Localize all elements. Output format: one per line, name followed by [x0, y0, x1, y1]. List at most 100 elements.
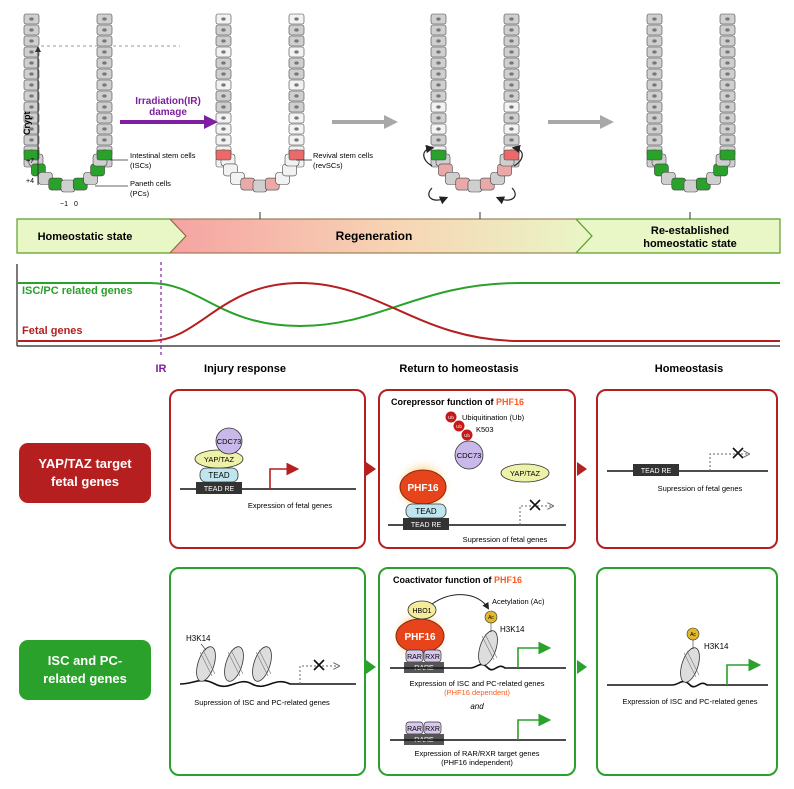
- pc-label-2: (PCs): [130, 189, 150, 198]
- tead-label: TEAD: [208, 471, 230, 480]
- fetal-gene-curve: [18, 281, 780, 342]
- tead-label-2: TEAD: [415, 507, 437, 516]
- hbo1-label: HBO1: [412, 608, 431, 615]
- row2-label-box: [19, 640, 151, 700]
- ub-text-1: Ub: [448, 415, 454, 420]
- fetal-genes-label: Fetal genes: [22, 325, 83, 337]
- nucleosome-2: [224, 646, 244, 682]
- phase-injury-label: Injury response: [204, 363, 286, 375]
- row2-p3-caption: Expression of ISC and PC-related genes: [622, 697, 757, 706]
- pc-label-1: Paneth cells: [130, 179, 171, 188]
- row1-label-1: YAP/TAZ target: [38, 456, 132, 471]
- hbo1-protein: [407, 600, 437, 620]
- pos-minus1: −1: [60, 201, 68, 208]
- cdc73-label: CDC73: [217, 437, 242, 446]
- ir-arrow-label-1: Irradiation(IR): [135, 96, 201, 107]
- rar-label-2: RAR: [407, 726, 422, 733]
- row1-panel-suppression: [596, 389, 778, 549]
- isc-label-1: Intestinal stem cells: [130, 151, 196, 160]
- row1-p3-block-x-icon: [732, 447, 744, 459]
- row2-p1-dna: [179, 679, 356, 688]
- row1-label-box: [19, 443, 151, 503]
- tead-re-label-3: TEAD RE: [641, 468, 672, 475]
- row1-label-2: fetal genes: [51, 474, 119, 489]
- row1-arrow-1: [366, 462, 376, 476]
- row2-label-1: ISC and PC-: [48, 653, 122, 668]
- ir-label: IR: [156, 363, 167, 375]
- row2-p1-blocked-arrow: [299, 666, 338, 684]
- crypt-axis-arrow: [35, 46, 41, 52]
- row1-p2-blocked-arrow: [519, 506, 552, 525]
- row1-p1-caption: Expression of fetal genes: [248, 501, 332, 510]
- isc-pc-genes-label: ISC/PC related genes: [22, 285, 133, 297]
- row2-p3-h3k14-label: H3K14: [704, 642, 729, 651]
- crypt-3: [430, 13, 520, 193]
- row2-label-2: related genes: [43, 671, 127, 686]
- row2-p2-caption-1: Expression of ISC and PC-related genes: [409, 679, 544, 688]
- tead-re-box-3: [633, 464, 679, 476]
- row2-p2-expression-arrow: [517, 641, 552, 668]
- row1-p3-blocked-arrow: [709, 454, 748, 471]
- tead-re-label: TEAD RE: [204, 486, 235, 493]
- nucleosome-3: [252, 646, 272, 682]
- yaptaz-protein: [194, 449, 244, 469]
- reestablished-label-1: Re-established: [651, 225, 729, 237]
- acetylation-label: Acetylation (Ac): [492, 597, 545, 606]
- row2-arrow-2: [577, 660, 587, 674]
- crypt-2: [215, 13, 305, 193]
- row2-p2-dna: [390, 663, 566, 671]
- regeneration-label: Regeneration: [336, 229, 413, 243]
- row1-p3-caption: Supression of fetal genes: [658, 484, 743, 493]
- cdc73-protein: [215, 427, 243, 455]
- reestablished-banner: [574, 218, 781, 254]
- cdc73-label-2: CDC73: [457, 451, 482, 460]
- crypt-4: [646, 13, 736, 193]
- pos-0: 0: [74, 201, 78, 208]
- ubiquitination-label: Ubiquitination (Ub): [462, 413, 525, 422]
- row2-p3-dna: [607, 680, 768, 688]
- and-label: and: [470, 702, 484, 711]
- tead-re-label-2: TEAD RE: [411, 522, 442, 529]
- phf16-label: PHF16: [407, 483, 439, 494]
- homeostatic-state-label: Homeostatic state: [38, 231, 133, 243]
- k503-label: K503: [476, 425, 494, 434]
- isc-pc-gene-curve: [18, 282, 780, 328]
- tead-protein-2: [405, 503, 447, 519]
- row2-arrow-1: [366, 660, 376, 674]
- revsc-cycle-arrow-left: [423, 144, 435, 167]
- nucleosome-acetylated: [478, 630, 498, 666]
- revsc-label-2: (revSCs): [313, 161, 343, 170]
- ub-icon-1: [445, 411, 457, 423]
- row2-p2-h3k14-label: H3K14: [500, 625, 525, 634]
- revsc-cycle-arrow-right: [511, 144, 523, 167]
- cdc73-protein-2: [454, 440, 484, 470]
- coactivator-title: Coactivator function of PHF16: [393, 575, 522, 585]
- ir-arrow-label-2: damage: [149, 107, 187, 118]
- ub-text-2: Ub: [456, 424, 462, 429]
- ac-label: Ac: [488, 615, 494, 621]
- rxr-label-2: RXR: [425, 726, 440, 733]
- ac-label-2: Ac: [690, 632, 696, 638]
- revsc-label-1: Revival stem cells: [313, 151, 373, 160]
- crypt-label: Crypt: [22, 111, 32, 135]
- yaptaz-protein-2: [500, 463, 550, 483]
- row2-p2-caption-2: Expression of RAR/RXR target genes: [414, 749, 539, 758]
- row2-p2-expression-arrow-2: [517, 713, 552, 740]
- nucleosome-1: [196, 646, 216, 682]
- row2-p2-caption-2b: (PHF16 independent): [441, 758, 513, 767]
- row1-p1-expression-arrow: [269, 462, 300, 489]
- ub-icon-3: [461, 429, 473, 441]
- phf16-label-2: PHF16: [404, 632, 436, 643]
- rxr-label: RXR: [425, 654, 440, 661]
- row1-p2-caption: Supression of fetal genes: [463, 535, 548, 544]
- rar-label: RAR: [407, 654, 422, 661]
- row2-p2-caption-1b: (PHF16 dependent): [444, 688, 510, 697]
- corepressor-title: Corepressor function of PHF16: [391, 397, 524, 407]
- row2-p1-h3k14-label: H3K14: [186, 634, 211, 643]
- row2-p3-expression-arrow: [726, 658, 762, 685]
- pos-plus4: +4: [26, 178, 34, 185]
- acetylation-arrow: [431, 594, 490, 610]
- nucleosome-acetylated-2: [680, 647, 700, 683]
